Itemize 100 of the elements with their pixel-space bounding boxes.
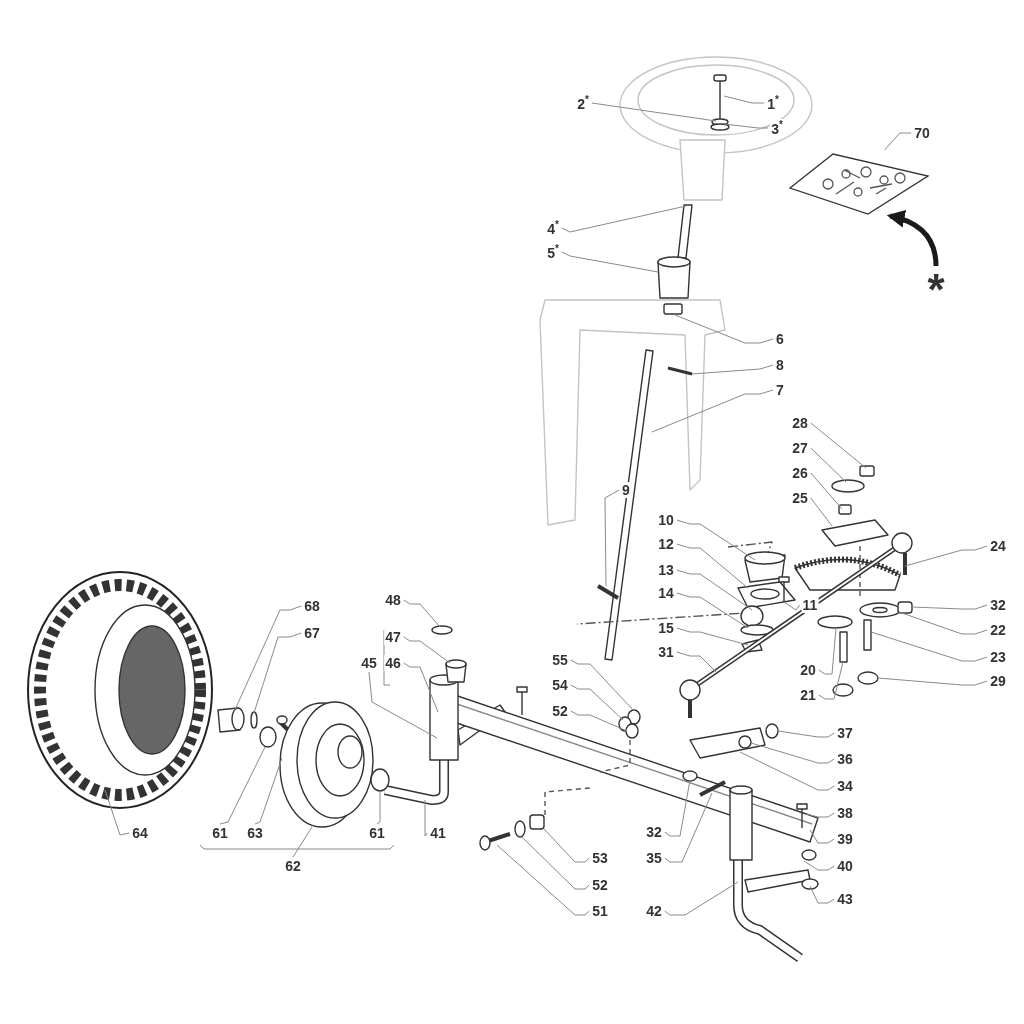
callout-number: 32: [989, 597, 1007, 613]
callout-number: 47: [384, 629, 402, 645]
leader-line: [561, 205, 687, 233]
callout-number: 1$^{*}$: [766, 94, 780, 112]
leader-line: [676, 543, 749, 589]
leader-line: [803, 860, 835, 871]
callout-number: 31: [657, 644, 675, 660]
callout-number: 61: [211, 825, 229, 841]
callout-number: 3$^{*}$: [770, 119, 784, 137]
leader-line: [570, 659, 635, 712]
callout-number: 68: [303, 598, 321, 614]
callout-number: 25: [791, 490, 809, 506]
callout-number: 29: [989, 673, 1007, 689]
leader-line: [376, 790, 381, 825]
callout-number: 38: [836, 805, 854, 821]
leader-line: [809, 885, 835, 904]
callout-number: 61: [368, 825, 386, 841]
leader-line: [292, 826, 313, 858]
leader-line: [676, 519, 756, 561]
callout-number: 13: [657, 562, 675, 578]
leader-line: [403, 636, 451, 664]
callout-number: 21: [799, 687, 817, 703]
leader-line: [870, 631, 988, 662]
callout-number: 14: [657, 585, 675, 601]
leader-line: [818, 627, 837, 675]
leader-line: [674, 314, 774, 344]
leader-line: [570, 684, 624, 721]
callout-number: 11: [801, 597, 819, 613]
callout-number: 45: [360, 655, 378, 671]
callout-number: 5$^{*}$: [546, 243, 560, 261]
leader-line: [219, 746, 266, 825]
leader-line: [810, 472, 843, 510]
leader-line: [911, 604, 988, 610]
callout-number: 39: [836, 831, 854, 847]
callout-number: 52: [551, 703, 569, 719]
callout-number: 8: [775, 357, 785, 373]
callout-number: 40: [836, 858, 854, 874]
leader-line: [723, 95, 765, 104]
callout-number: 51: [591, 903, 609, 919]
leader-line: [676, 651, 719, 675]
leader-line: [591, 102, 717, 122]
leader-line: [676, 569, 753, 611]
callout-number: 26: [791, 465, 809, 481]
leader-line: [521, 836, 590, 890]
callout-number: 10: [657, 512, 675, 528]
callout-number: 36: [836, 751, 854, 767]
leader-line: [104, 789, 130, 836]
callout-number: 7: [775, 382, 785, 398]
leader-line: [253, 632, 302, 714]
callout-number: 9: [621, 482, 631, 498]
leader-line: [676, 592, 749, 629]
callout-number: 67: [303, 625, 321, 641]
callout-number: 48: [384, 592, 402, 608]
leader-line: [664, 792, 713, 863]
parts-bag-drawing: [788, 150, 930, 216]
callout-number: 28: [791, 415, 809, 431]
leader-line: [884, 132, 912, 151]
leader-line: [651, 389, 774, 433]
leader-line: [877, 677, 988, 686]
callout-number: 52: [591, 877, 609, 893]
leader-line: [898, 611, 988, 635]
leader-line: [739, 751, 835, 791]
leader-line: [810, 422, 867, 469]
callout-number: 64: [131, 825, 149, 841]
leader-line: [604, 489, 620, 587]
leader-line: [805, 812, 835, 818]
callout-number: 6: [775, 331, 785, 347]
leader-line: [818, 661, 844, 700]
arrow: [886, 210, 939, 267]
leader-line: [424, 799, 428, 837]
leader-line: [403, 662, 439, 713]
leader-line: [691, 364, 774, 375]
callout-number: 70: [913, 125, 931, 141]
callout-number: 43: [836, 891, 854, 907]
callout-number: 2$^{*}$: [576, 94, 590, 112]
leader-line: [777, 730, 835, 738]
callout-number: 53: [591, 850, 609, 866]
leader-line: [664, 881, 739, 916]
callout-number: 41: [429, 825, 447, 841]
callout-number: 20: [799, 662, 817, 678]
callout-number: 15: [657, 620, 675, 636]
callout-number: 35: [645, 850, 663, 866]
callout-number: 63: [246, 825, 264, 841]
leader-line: [676, 627, 749, 646]
callout-number: 4$^{*}$: [546, 219, 560, 237]
leader-line: [810, 497, 833, 527]
leader-line: [543, 828, 590, 863]
leader-line: [561, 251, 659, 273]
leader-line: [496, 844, 590, 916]
callout-number: 55: [551, 652, 569, 668]
leader-line: [664, 779, 691, 837]
callout-number: 54: [551, 677, 569, 693]
leader-line: [783, 601, 801, 611]
leader-line: [254, 757, 283, 825]
leader-line: [904, 545, 988, 567]
callout-number: 27: [791, 440, 809, 456]
callout-number: 22: [989, 622, 1007, 638]
leader-line: [723, 123, 769, 129]
callout-number: 42: [645, 903, 663, 919]
leader-line: [233, 605, 302, 713]
